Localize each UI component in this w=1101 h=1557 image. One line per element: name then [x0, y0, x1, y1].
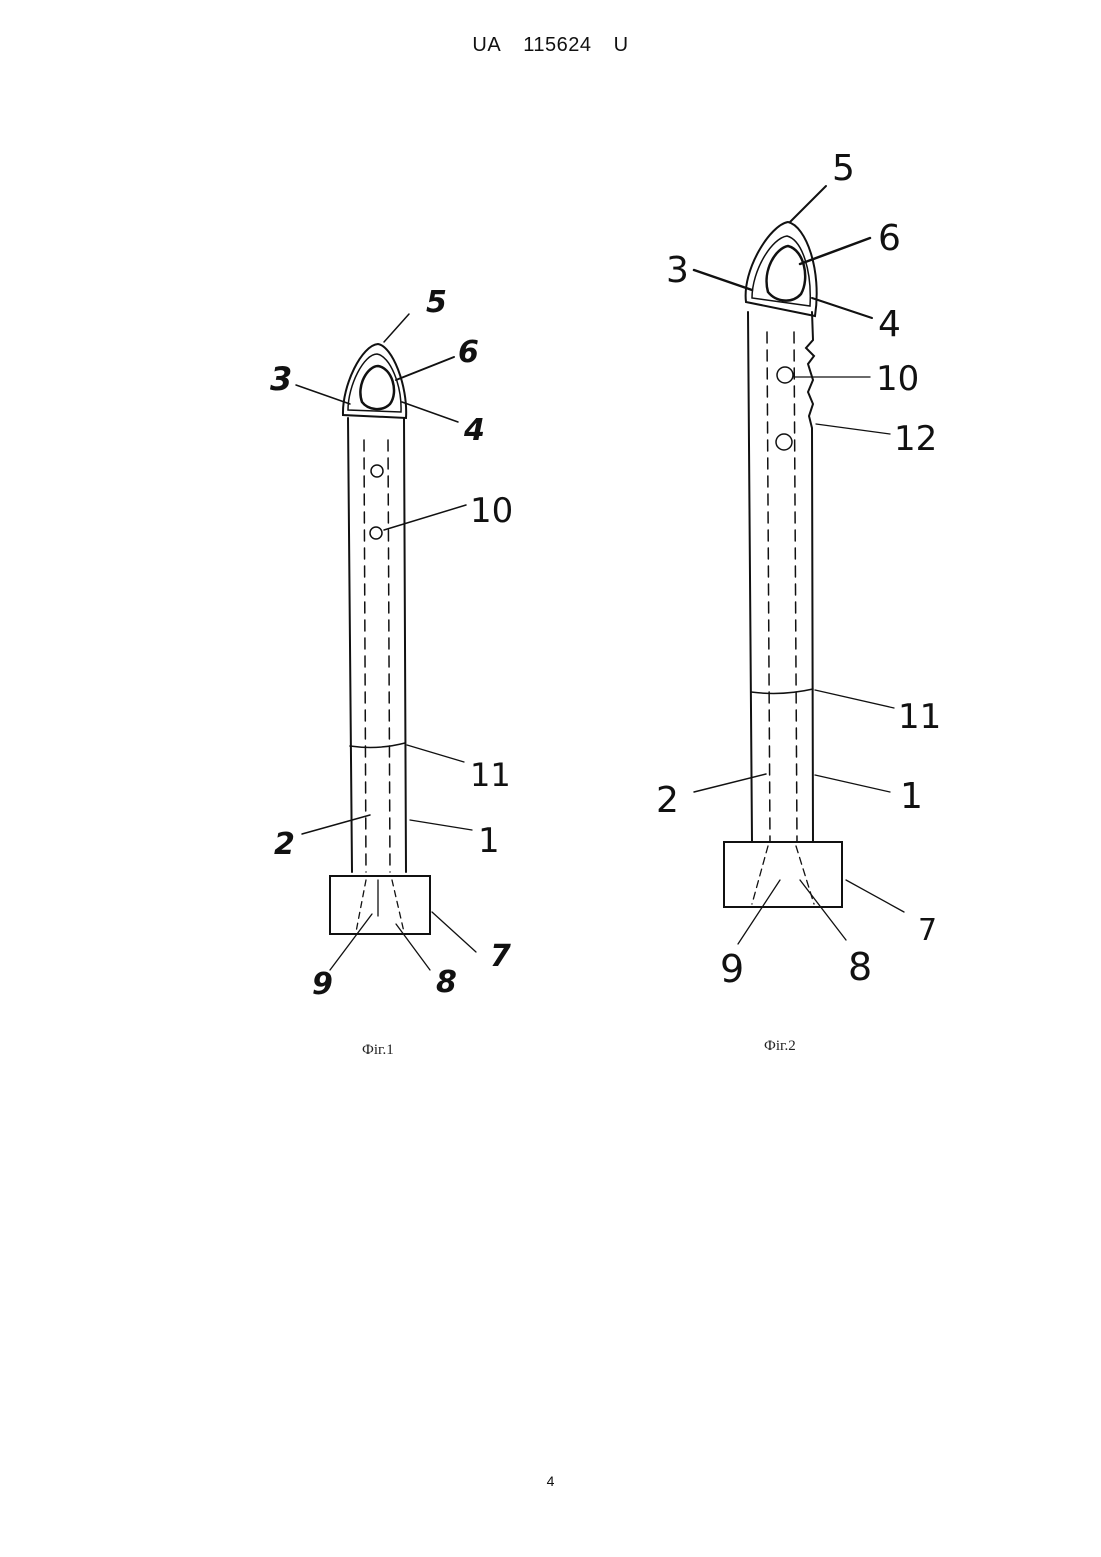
- fig1-label-6: 6: [458, 335, 479, 370]
- fig2-channel-right: [794, 332, 797, 842]
- fig2-leader-5: [790, 186, 826, 222]
- page-number: 4: [0, 1473, 1101, 1489]
- fig2-leader-11: [815, 690, 894, 708]
- fig2-tube-left-wall: [748, 312, 752, 842]
- fig2-leader-9: [738, 880, 780, 944]
- fig1-label-10: 10: [470, 491, 513, 531]
- figure-1-drawing: 5 6 3 4 10 11 2 1 7 8 9: [250, 270, 530, 1010]
- fig1-label-7: 7: [490, 939, 511, 974]
- fig1-label-9: 9: [312, 967, 333, 1002]
- fig2-label-6: 6: [878, 218, 901, 259]
- fig1-tube-left-wall: [348, 418, 352, 872]
- document-header: UA 115624 U: [0, 34, 1101, 57]
- fig1-channel-left: [364, 440, 366, 872]
- fig1-label-4: 4: [463, 413, 485, 448]
- fig2-base-channel-left: [752, 846, 768, 904]
- fig1-leader-7: [432, 912, 476, 952]
- fig1-base-channel-right: [392, 880, 404, 932]
- fig1-label-1: 1: [478, 821, 500, 861]
- fig2-channel-left: [767, 332, 770, 842]
- fig1-leader-6: [396, 357, 454, 380]
- fig1-leader-3: [296, 385, 350, 404]
- fig1-label-8: 8: [436, 965, 457, 1000]
- fig2-leader-4: [812, 298, 872, 318]
- fig1-leader-11: [407, 745, 464, 762]
- fig2-base-block: [724, 842, 842, 907]
- header-country-code: UA: [472, 34, 501, 56]
- fig2-leader-7: [846, 880, 904, 912]
- fig2-hole-lower: [776, 434, 792, 450]
- fig2-label-3: 3: [666, 250, 689, 291]
- fig1-label-2: 2: [274, 827, 295, 862]
- fig1-leader-4: [402, 402, 458, 422]
- fig1-channel-right: [388, 440, 390, 872]
- header-document-kind: U: [614, 34, 629, 56]
- fig1-hole-upper: [371, 465, 383, 477]
- figure-1-caption: Фіг.1: [362, 1042, 394, 1059]
- fig2-tube-right-wall: [806, 312, 814, 842]
- fig1-leader-9: [330, 914, 372, 970]
- fig2-label-12: 12: [894, 419, 937, 459]
- fig1-label-11: 11: [470, 756, 511, 794]
- fig2-leader-1: [815, 775, 890, 792]
- fig2-label-1: 1: [900, 776, 923, 817]
- fig1-label-5: 5: [426, 285, 447, 320]
- fig2-label-8: 8: [848, 945, 872, 989]
- fig2-leader-12: [816, 424, 890, 434]
- fig1-tip-inner: [360, 366, 394, 409]
- fig2-leader-3: [694, 270, 752, 290]
- header-patent-number: 115624: [523, 34, 591, 56]
- fig2-leader-2: [694, 774, 766, 792]
- fig2-label-7: 7: [918, 913, 937, 948]
- fig1-tube-right-wall: [404, 418, 406, 872]
- fig1-leader-8: [396, 924, 430, 970]
- fig1-base-block: [330, 876, 430, 934]
- fig2-label-4: 4: [878, 304, 901, 345]
- fig1-seam-line: [350, 743, 405, 747]
- fig2-label-9: 9: [720, 947, 744, 991]
- fig2-label-2: 2: [656, 780, 679, 821]
- fig2-label-10: 10: [876, 359, 919, 399]
- fig2-hole-upper: [777, 367, 793, 383]
- fig2-label-11: 11: [898, 697, 941, 737]
- fig1-leader-1: [410, 820, 472, 830]
- fig1-label-3: 3: [270, 360, 292, 398]
- fig1-leader-2: [302, 815, 370, 834]
- fig1-leader-5: [384, 314, 409, 342]
- figure-2-drawing: 5 6 3 4 10 12 11 2 1 7 8 9: [650, 140, 950, 1000]
- fig2-seam-line: [751, 689, 813, 693]
- fig2-tip-inner: [767, 246, 806, 301]
- figure-2-caption: Фіг.2: [764, 1038, 796, 1055]
- fig2-label-5: 5: [832, 148, 855, 189]
- fig1-hole-lower: [370, 527, 382, 539]
- fig1-leader-10: [384, 505, 466, 530]
- fig2-leader-8: [800, 880, 846, 940]
